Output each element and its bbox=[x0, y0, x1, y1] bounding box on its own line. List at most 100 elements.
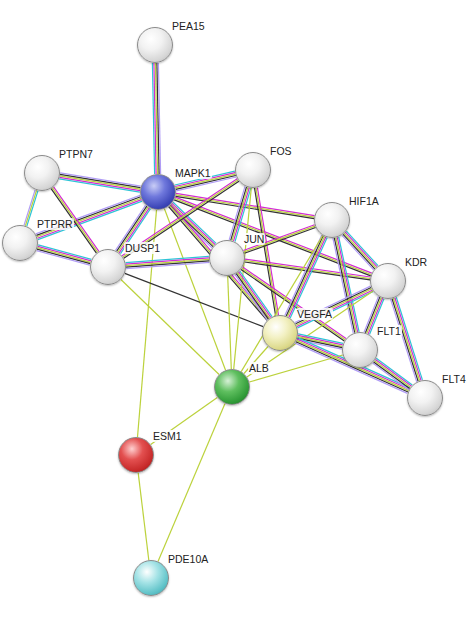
interaction-edge bbox=[164, 209, 225, 370]
interaction-edge bbox=[342, 231, 378, 270]
evidence-line bbox=[158, 404, 225, 562]
evidence-line bbox=[138, 473, 149, 560]
evidence-line bbox=[289, 237, 326, 317]
evidence-line bbox=[121, 280, 219, 375]
interaction-edge bbox=[121, 280, 219, 375]
evidence-line bbox=[229, 186, 245, 240]
evidence-line bbox=[36, 195, 140, 234]
evidence-line bbox=[126, 259, 209, 265]
protein-sphere bbox=[342, 332, 378, 368]
interaction-edge bbox=[241, 235, 323, 371]
protein-sphere bbox=[370, 263, 406, 299]
evidence-line bbox=[345, 232, 377, 267]
evidence-line bbox=[237, 273, 269, 319]
interaction-edge bbox=[295, 286, 373, 328]
evidence-line bbox=[60, 173, 141, 186]
protein-label: FOS bbox=[269, 145, 293, 157]
protein-label: ALB bbox=[248, 362, 270, 374]
protein-label: FLT1 bbox=[376, 325, 402, 337]
interaction-edge bbox=[234, 188, 252, 369]
protein-node: JUN bbox=[209, 240, 245, 276]
evidence-line bbox=[243, 225, 314, 251]
protein-sphere bbox=[2, 225, 38, 261]
evidence-line bbox=[37, 248, 90, 263]
evidence-line bbox=[346, 231, 378, 266]
protein-sphere bbox=[140, 174, 176, 210]
evidence-line bbox=[158, 63, 160, 174]
evidence-line bbox=[244, 226, 315, 252]
evidence-line bbox=[234, 188, 252, 369]
evidence-line bbox=[164, 209, 225, 370]
evidence-line bbox=[241, 235, 323, 371]
evidence-line bbox=[126, 261, 209, 267]
evidence-line bbox=[393, 298, 419, 381]
evidence-line bbox=[60, 174, 141, 187]
protein-label: PTPN7 bbox=[58, 148, 94, 160]
evidence-line bbox=[256, 188, 277, 315]
evidence-line bbox=[290, 238, 327, 318]
protein-label: KDR bbox=[404, 256, 428, 268]
protein-sphere bbox=[133, 560, 169, 596]
evidence-line bbox=[392, 299, 418, 382]
interaction-edge bbox=[243, 225, 315, 254]
evidence-line bbox=[333, 238, 353, 333]
evidence-line bbox=[297, 290, 373, 326]
evidence-line bbox=[286, 236, 323, 316]
protein-sphere bbox=[235, 152, 271, 188]
evidence-line bbox=[37, 198, 141, 237]
interaction-edge bbox=[36, 195, 142, 239]
interaction-edge bbox=[158, 404, 225, 562]
interaction-edge bbox=[152, 63, 160, 174]
protein-sphere bbox=[137, 27, 173, 63]
protein-sphere bbox=[314, 202, 350, 238]
protein-node: VEGFA bbox=[262, 315, 298, 351]
interaction-edge bbox=[373, 358, 413, 389]
evidence-line bbox=[60, 176, 140, 189]
protein-node: KDR bbox=[370, 263, 406, 299]
protein-label: PTPRR bbox=[36, 218, 74, 230]
interaction-edge bbox=[126, 256, 210, 268]
protein-node: PEA15 bbox=[137, 27, 173, 63]
evidence-line bbox=[25, 190, 36, 226]
protein-label: VEGFA bbox=[296, 308, 333, 320]
evidence-line bbox=[344, 233, 376, 267]
protein-node: MAPK1 bbox=[140, 174, 176, 210]
evidence-line bbox=[375, 360, 411, 387]
evidence-line bbox=[296, 289, 372, 325]
protein-node: ESM1 bbox=[118, 437, 154, 473]
protein-sphere bbox=[209, 240, 245, 276]
interaction-edge bbox=[151, 397, 218, 444]
protein-node: FOS bbox=[235, 152, 271, 188]
evidence-line bbox=[337, 237, 357, 332]
protein-sphere bbox=[262, 315, 298, 351]
evidence-line bbox=[236, 274, 268, 320]
protein-sphere bbox=[118, 437, 154, 473]
evidence-line bbox=[151, 397, 218, 444]
evidence-line bbox=[228, 276, 232, 369]
protein-label: PEA15 bbox=[171, 20, 206, 32]
evidence-line bbox=[375, 361, 411, 388]
protein-label: PDE10A bbox=[167, 553, 209, 565]
interaction-edge bbox=[333, 237, 359, 333]
interaction-edge bbox=[138, 473, 149, 560]
protein-sphere bbox=[214, 369, 250, 405]
protein-node: PDE10A bbox=[133, 560, 169, 596]
evidence-line bbox=[297, 338, 342, 348]
protein-label: FLT4 bbox=[441, 373, 467, 385]
evidence-line bbox=[37, 251, 90, 266]
protein-node: FLT4 bbox=[407, 380, 443, 416]
protein-label: DUSP1 bbox=[124, 242, 161, 254]
evidence-line bbox=[257, 188, 278, 316]
evidence-line bbox=[342, 235, 374, 269]
protein-label: MAPK1 bbox=[174, 167, 212, 179]
protein-sphere bbox=[407, 380, 443, 416]
evidence-line bbox=[396, 297, 422, 380]
evidence-line bbox=[391, 299, 417, 382]
interaction-edge bbox=[37, 245, 92, 265]
protein-node: FLT1 bbox=[342, 332, 378, 368]
evidence-line bbox=[295, 286, 371, 322]
protein-node: PTPRR bbox=[2, 225, 38, 261]
interaction-edge bbox=[228, 276, 232, 369]
evidence-line bbox=[343, 234, 375, 268]
